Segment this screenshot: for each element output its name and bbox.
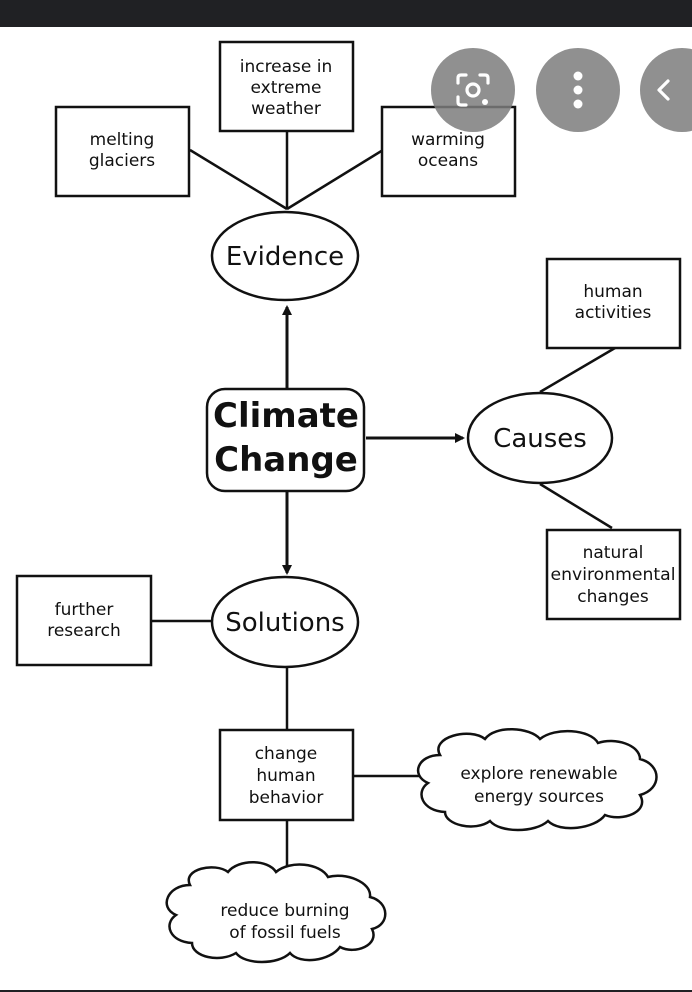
evidence-label: Evidence: [226, 242, 344, 272]
causes-node: Causes: [466, 391, 614, 485]
evidence-node: Evidence: [210, 210, 360, 302]
fossil-line-1: reduce burning: [220, 901, 349, 921]
center-node: Climate Change: [205, 387, 366, 493]
oceans-line-1: warming: [411, 130, 485, 150]
causes-label: Causes: [493, 424, 587, 454]
connector-glaciers: [189, 148, 288, 211]
glaciers-line-2: glaciers: [89, 151, 155, 171]
lens-button[interactable]: [431, 48, 515, 132]
glaciers-line-1: melting: [90, 130, 155, 150]
box-natural-changes: natural environmental changes: [545, 528, 682, 621]
box-human-activities: human activities: [545, 257, 682, 350]
cloud-fossil-fuels: reduce burning of fossil fuels: [165, 861, 387, 964]
natural-line-1: natural: [583, 543, 644, 563]
weather-line-3: weather: [251, 99, 321, 119]
box-change-behavior: change human behavior: [218, 728, 355, 822]
research-line-1: further: [55, 600, 114, 620]
behavior-line-1: change: [255, 744, 318, 764]
behavior-line-2: human: [256, 766, 315, 786]
connector-human-activities: [539, 346, 616, 394]
natural-line-3: changes: [577, 587, 649, 607]
human-activities-line-1: human: [583, 282, 642, 302]
lens-icon: [456, 73, 490, 107]
top-bar: [0, 0, 692, 27]
cloud-renewable: explore renewable energy sources: [416, 728, 658, 832]
behavior-line-3: behavior: [249, 788, 324, 808]
center-line-1: Climate: [213, 396, 359, 436]
research-line-2: research: [47, 621, 121, 641]
box-melting-glaciers: melting glaciers: [54, 105, 191, 198]
weather-line-2: extreme: [251, 78, 322, 98]
concept-map: Climate Change Evidence Causes Solutions…: [15, 40, 682, 964]
connector-natural-changes: [539, 482, 613, 530]
oceans-line-2: oceans: [418, 151, 478, 171]
more-options-button[interactable]: [536, 48, 620, 132]
chevron-left-icon: [657, 79, 670, 101]
solutions-node: Solutions: [210, 575, 360, 669]
renewable-line-2: energy sources: [474, 787, 604, 807]
fossil-line-2: of fossil fuels: [229, 923, 341, 943]
more-vert-icon: [573, 71, 583, 109]
connector-oceans: [286, 148, 384, 211]
renewable-line-1: explore renewable: [460, 764, 617, 784]
center-line-2: Change: [214, 440, 358, 480]
box-extreme-weather: increase in extreme weather: [218, 40, 355, 133]
connectors: [152, 130, 616, 875]
box-further-research: further research: [15, 574, 153, 667]
human-activities-line-2: activities: [575, 303, 652, 323]
natural-line-2: environmental: [551, 565, 676, 585]
weather-line-1: increase in: [240, 57, 333, 77]
solutions-label: Solutions: [225, 608, 344, 638]
